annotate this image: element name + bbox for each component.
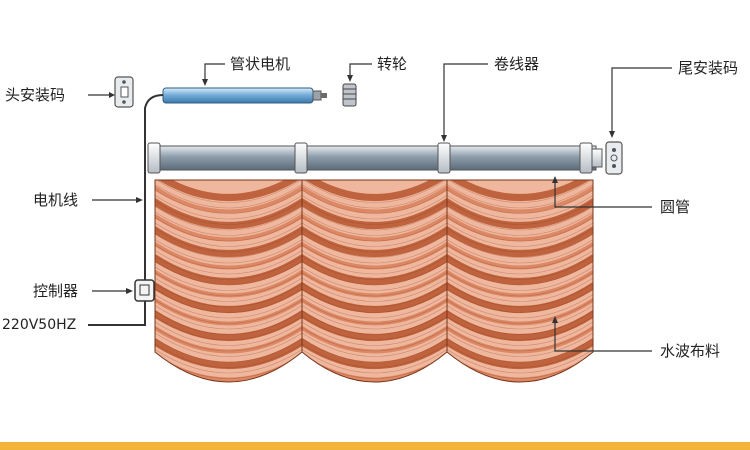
label-fabric: 水波布料 — [660, 342, 721, 360]
label-controller: 控制器 — [33, 282, 79, 300]
bottom-accent-strip — [0, 442, 750, 450]
label-wheel: 转轮 — [377, 55, 408, 73]
label-round-tube: 圆管 — [660, 198, 691, 216]
water-wave-fabric — [154, 179, 594, 383]
label-power: 220V50HZ — [2, 317, 77, 333]
label-winder: 卷线器 — [494, 55, 540, 73]
motor-wire — [88, 94, 164, 326]
leader-lines — [88, 63, 672, 352]
fabric-panel-1 — [154, 179, 303, 383]
label-head-mount: 头安装码 — [5, 86, 66, 104]
round-tube — [147, 142, 603, 174]
fabric-panel-2 — [301, 179, 448, 383]
label-motor-wire: 电机线 — [33, 191, 79, 209]
head-mount-bracket-icon — [114, 76, 134, 108]
drive-wheel-icon — [342, 83, 357, 107]
label-tail-mount: 尾安装码 — [678, 59, 739, 77]
controller-box-icon — [134, 279, 155, 302]
label-tube-motor: 管状电机 — [230, 55, 291, 73]
tail-mount-bracket-icon — [605, 141, 623, 175]
tubular-motor — [162, 87, 327, 104]
